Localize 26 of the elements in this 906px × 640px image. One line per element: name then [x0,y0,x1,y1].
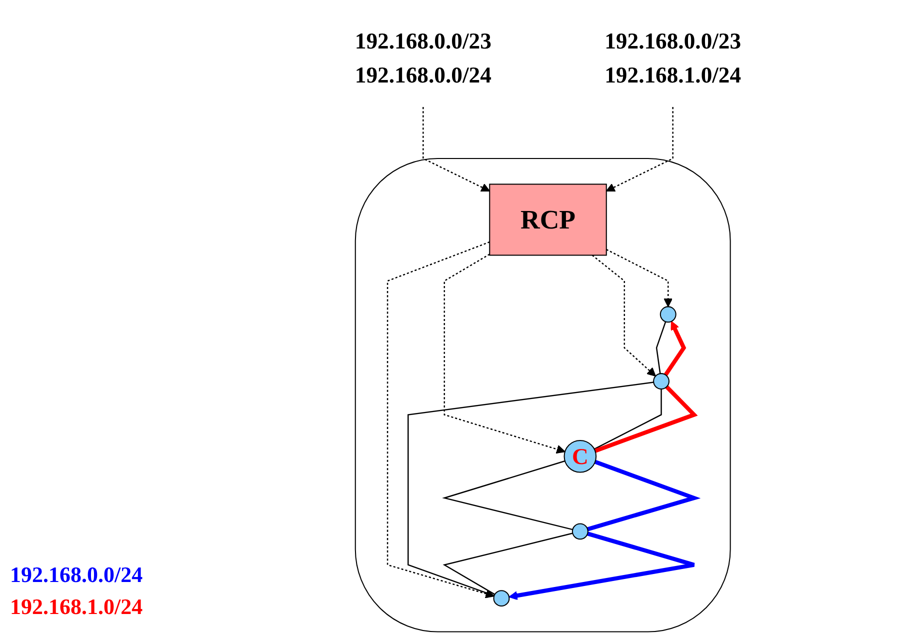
node-text: 192.168.0.0/23 192.168.0.0/24 [354,28,492,88]
arrow [508,532,696,600]
node-circle [493,590,510,607]
arrow [664,320,686,376]
arrow [606,107,674,192]
connector [442,460,573,530]
address-label: 192.168.0.0/24 [10,562,144,588]
node-circle [653,373,670,390]
node-circle [572,523,588,540]
node-circle [660,306,676,323]
node-circle: C [564,440,597,473]
connector [442,532,573,595]
arrow [444,254,566,454]
arrow [422,107,490,192]
node-text: 192.168.0.0/23 192.168.1.0/24 [604,28,742,88]
connector [408,382,654,596]
arrow [606,248,673,308]
address-label: 192.168.1.0/24 [10,594,144,620]
node-box: RCP [489,184,607,256]
connector [594,389,662,450]
arrow [386,241,494,598]
cluster [354,158,731,632]
connector [594,385,698,453]
connector [586,460,701,532]
connector [656,321,666,374]
arrow [592,254,656,377]
